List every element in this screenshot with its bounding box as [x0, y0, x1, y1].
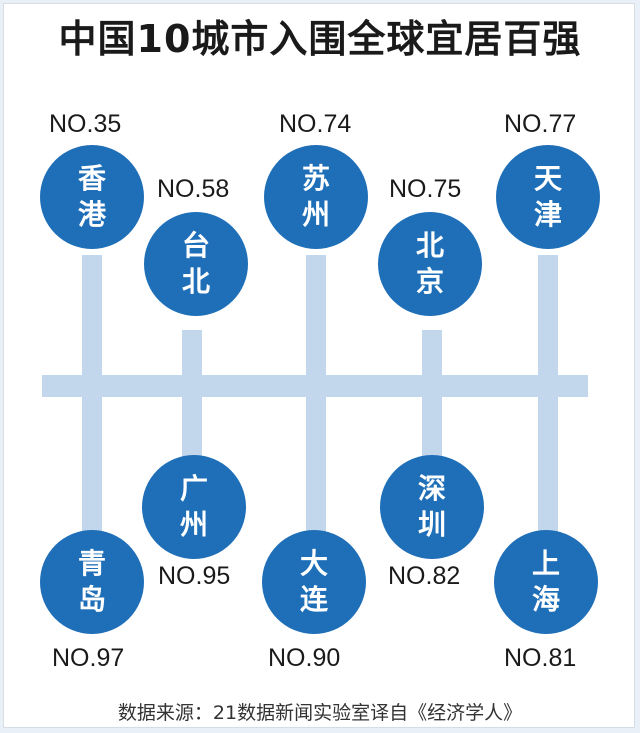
- data-source-note: 数据来源：21数据新闻实验室译自《经济学人》: [117, 702, 523, 724]
- city-name: 上海: [531, 547, 560, 616]
- city-badge: 苏州: [264, 145, 368, 249]
- city-badge: 大连: [262, 530, 366, 634]
- city-name: 台北: [181, 229, 210, 298]
- city-rank: NO.35: [49, 110, 122, 138]
- city-badge: 深圳: [380, 455, 484, 559]
- city-badge: 香港: [40, 145, 144, 249]
- city-badge: 上海: [494, 530, 598, 634]
- city-name: 天津: [533, 162, 562, 231]
- city-rank: NO.81: [504, 644, 577, 672]
- city-rank: NO.58: [157, 175, 230, 203]
- city-rank: NO.74: [279, 110, 352, 138]
- page-title: 中国10城市入围全球宜居百强: [58, 17, 582, 61]
- city-name: 北京: [415, 229, 444, 298]
- city-name: 广州: [179, 472, 208, 541]
- city-name: 深圳: [417, 472, 446, 541]
- city-rank: NO.75: [389, 175, 462, 203]
- city-badge: 北京: [378, 212, 482, 316]
- city-rank: NO.95: [158, 562, 231, 590]
- city-rank: NO.90: [268, 644, 341, 672]
- city-name: 青岛: [77, 547, 106, 616]
- city-name: 香港: [77, 162, 106, 231]
- city-rank: NO.97: [52, 644, 125, 672]
- vertical-connector-1: [82, 255, 102, 555]
- city-name: 苏州: [301, 162, 330, 231]
- vertical-connector-5: [538, 255, 558, 555]
- city-rank: NO.77: [504, 110, 577, 138]
- city-badge: 天津: [496, 145, 600, 249]
- city-rank: NO.82: [388, 562, 461, 590]
- vertical-connector-4: [422, 330, 442, 470]
- city-badge: 台北: [144, 212, 248, 316]
- vertical-connector-2: [182, 330, 202, 470]
- city-badge: 青岛: [40, 530, 144, 634]
- city-badge: 广州: [142, 455, 246, 559]
- vertical-connector-3: [306, 255, 326, 555]
- city-name: 大连: [299, 547, 328, 616]
